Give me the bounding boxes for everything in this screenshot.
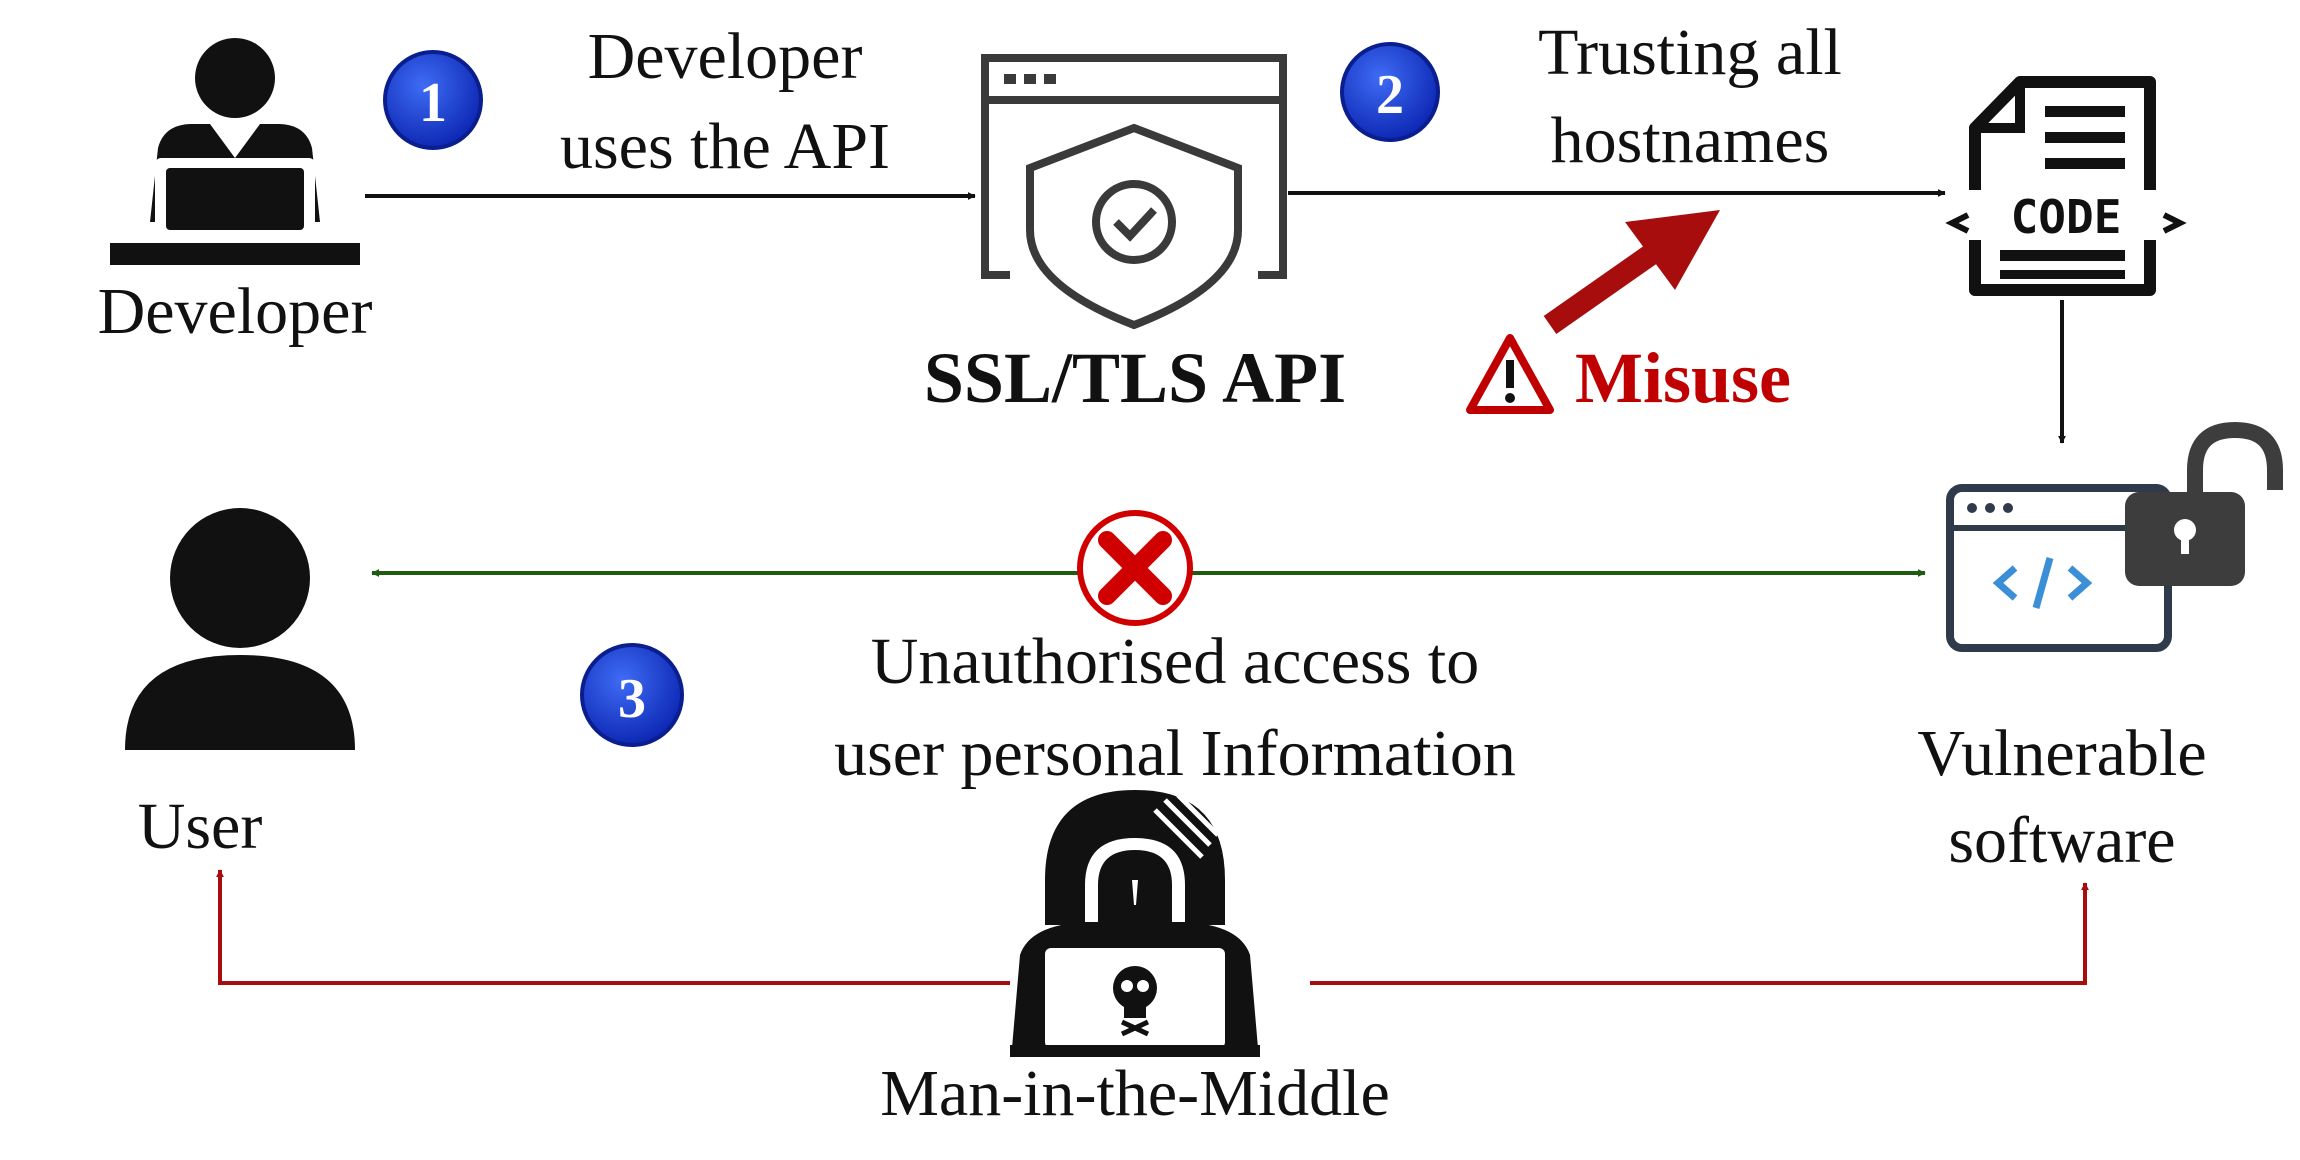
step-3-text-line2: user personal Information — [834, 717, 1516, 790]
blocked-x-icon — [1077, 510, 1193, 626]
step-1-badge: 1 — [383, 50, 483, 150]
hooded-hacker-icon — [1010, 790, 1260, 1057]
step-1-number: 1 — [419, 72, 447, 134]
api-label: SSL/TLS API — [924, 338, 1346, 418]
step-2-text-line2: hostnames — [1551, 104, 1830, 177]
vulnerable-label-line2: software — [1948, 804, 2175, 877]
code-document-icon: CODE — [1945, 76, 2187, 296]
step-2-number: 2 — [1376, 64, 1404, 126]
misuse-arrow — [1543, 210, 1720, 335]
step-1-text-line2: uses the API — [560, 110, 890, 183]
step-2-text-line1: Trusting all — [1538, 16, 1842, 89]
developer-laptop-icon — [110, 38, 360, 265]
window-dots-icon — [1004, 74, 1056, 84]
warning-triangle-icon — [1466, 334, 1554, 414]
code-label: CODE — [2011, 190, 2122, 244]
shield-check-window-icon — [981, 54, 1287, 330]
developer-label: Developer — [98, 275, 373, 348]
code-window-unlocked-icon — [1946, 484, 2172, 652]
user-label: User — [138, 790, 263, 863]
misuse-label: Misuse — [1575, 338, 1791, 418]
step-2-badge: 2 — [1340, 42, 1440, 142]
open-padlock-icon — [2125, 421, 2283, 586]
step-3-number: 3 — [618, 668, 646, 730]
arrow-attacker-to-software — [1310, 882, 2089, 985]
arrow-attacker-to-user — [216, 869, 1010, 985]
step-3-badge: 3 — [580, 643, 684, 747]
attacker-label: Man-in-the-Middle — [880, 1057, 1390, 1130]
user-silhouette-icon — [125, 508, 355, 750]
step-3-text-line1: Unauthorised access to — [871, 625, 1479, 698]
vulnerable-label-line1: Vulnerable — [1917, 717, 2206, 790]
step-1-text-line1: Developer — [588, 20, 863, 93]
